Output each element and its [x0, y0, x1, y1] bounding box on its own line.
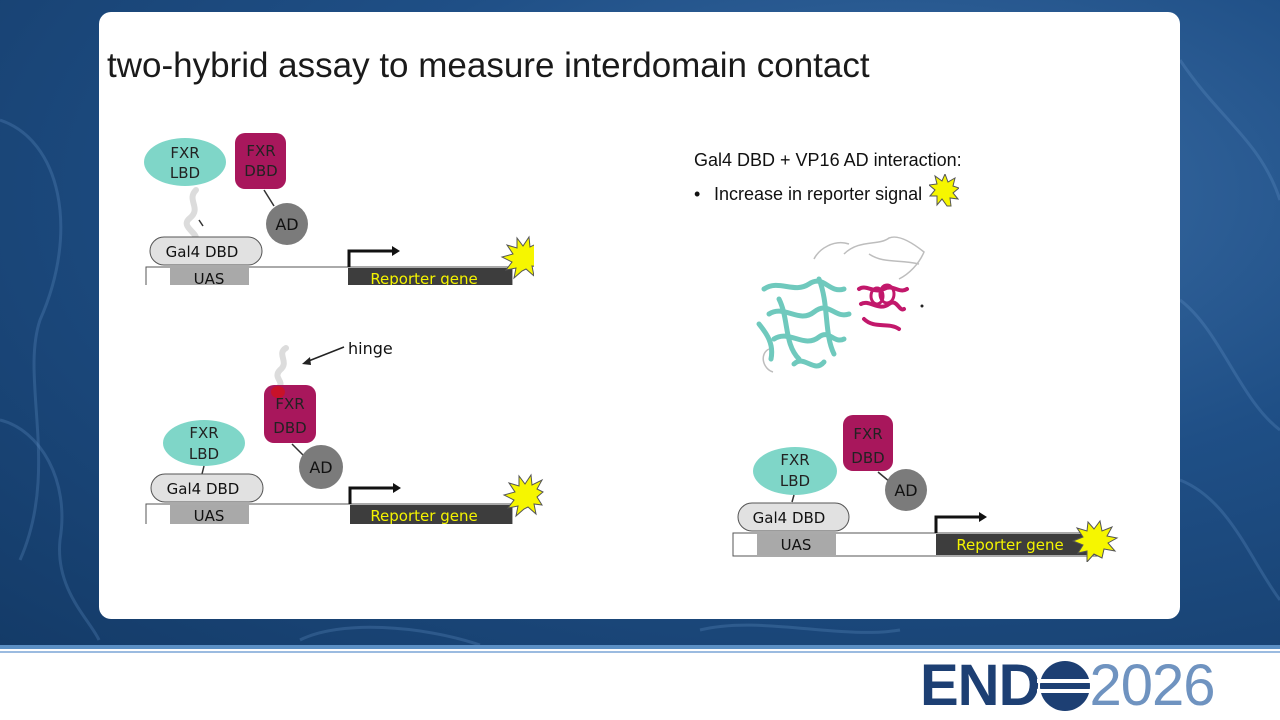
- fxr-lbd-label-line2: LBD: [780, 472, 810, 490]
- promoter-arrow: [348, 486, 393, 504]
- reporter-gene-box: [350, 505, 512, 526]
- endo-2026-logo: END 2026: [920, 653, 1216, 718]
- bullet-text: Increase in reporter signal: [714, 183, 923, 204]
- hinge-pointer-arrow: [305, 346, 345, 363]
- reporter-gene-label: Reporter gene: [370, 270, 477, 285]
- uas-label: UAS: [781, 536, 812, 554]
- hinge-squiggle: [183, 187, 199, 241]
- promoter-arrow: [347, 249, 392, 267]
- fxr-lbd-label-line1: FXR: [780, 451, 809, 469]
- fxr-dbd-box: [843, 415, 893, 471]
- interaction-heading: Gal4 DBD + VP16 AD interaction:: [694, 150, 962, 170]
- fxr-lbd-label-line1: FXR: [170, 144, 199, 162]
- ad-circle: [299, 445, 343, 489]
- ad-circle: [266, 203, 308, 245]
- fxr-dbd-label-line2: DBD: [273, 419, 306, 437]
- logo-year-text: 2026: [1089, 653, 1215, 718]
- promoter-arrow: [934, 515, 979, 533]
- fxr-lbd-ellipse: [753, 447, 837, 495]
- fxr-dbd-label-line1: FXR: [246, 142, 275, 160]
- ad-label: AD: [309, 458, 332, 477]
- uas-box: [170, 505, 249, 526]
- hinge-label: hinge: [348, 339, 393, 358]
- starburst-icon: [502, 473, 544, 518]
- gal4-dbd-label: Gal4 DBD: [753, 509, 826, 527]
- right-panel-text: Gal4 DBD + VP16 AD interaction: • Increas…: [694, 149, 962, 215]
- starburst-icon: [1071, 519, 1119, 564]
- reporter-gene-box: [936, 534, 1099, 555]
- reporter-gene-box: [348, 268, 512, 289]
- reporter-gene-label: Reporter gene: [370, 507, 477, 524]
- logo-end-text: END: [920, 653, 1040, 718]
- diagram-top-left: FXR LBD FXR DBD AD Gal4 DBD UAS Reporter…: [144, 130, 547, 291]
- protein-structure-image: [749, 234, 929, 394]
- ad-circle: [885, 469, 927, 511]
- hinge-anchor-dot: [271, 386, 285, 398]
- fxr-dbd-box: [264, 385, 316, 443]
- bullet-item: • Increase in reporter signal: [694, 172, 962, 215]
- uas-label: UAS: [194, 507, 225, 524]
- starburst-icon: [927, 172, 961, 207]
- fxr-lbd-ellipse: [144, 138, 226, 186]
- fxr-lbd-label-line1: FXR: [189, 424, 218, 442]
- bullet-dot: •: [694, 183, 701, 204]
- gal4-dbd-label: Gal4 DBD: [167, 480, 240, 498]
- reporter-gene-label: Reporter gene: [956, 536, 1063, 554]
- fxr-dbd-label-line2: DBD: [244, 162, 277, 180]
- logo-globe-icon: [1037, 661, 1094, 711]
- uas-box: [757, 534, 836, 555]
- fxr-lbd-label-line2: LBD: [189, 445, 219, 463]
- ad-label: AD: [894, 481, 917, 500]
- uas-label: UAS: [194, 270, 225, 285]
- fxr-dbd-box: [235, 133, 286, 189]
- fxr-lbd-label-line2: LBD: [170, 164, 200, 182]
- ad-label: AD: [275, 215, 298, 234]
- fxr-dbd-label-line2: DBD: [851, 449, 884, 467]
- slide-title: two-hybrid assay to measure interdomain …: [107, 46, 870, 85]
- gal4-dbd-pill: [150, 473, 264, 503]
- hinge-squiggle: [274, 345, 289, 391]
- fxr-dbd-label-line1: FXR: [853, 425, 882, 443]
- gal4-dbd-label: Gal4 DBD: [166, 243, 239, 261]
- diagram-bottom-left: hinge FXR DBD AD FXR LBD Gal4 DBD UAS Re…: [144, 324, 544, 529]
- gal4-dbd-pill: [737, 502, 850, 532]
- fxr-dbd-label-line1: FXR: [275, 395, 304, 413]
- slide-panel: two-hybrid assay to measure interdomain …: [99, 12, 1180, 619]
- diagram-bottom-right: FXR DBD AD FXR LBD Gal4 DBD UAS Reporter…: [732, 412, 1122, 567]
- gal4-dbd-pill: [149, 236, 263, 266]
- fxr-lbd-ellipse: [163, 420, 245, 466]
- uas-box: [170, 268, 249, 289]
